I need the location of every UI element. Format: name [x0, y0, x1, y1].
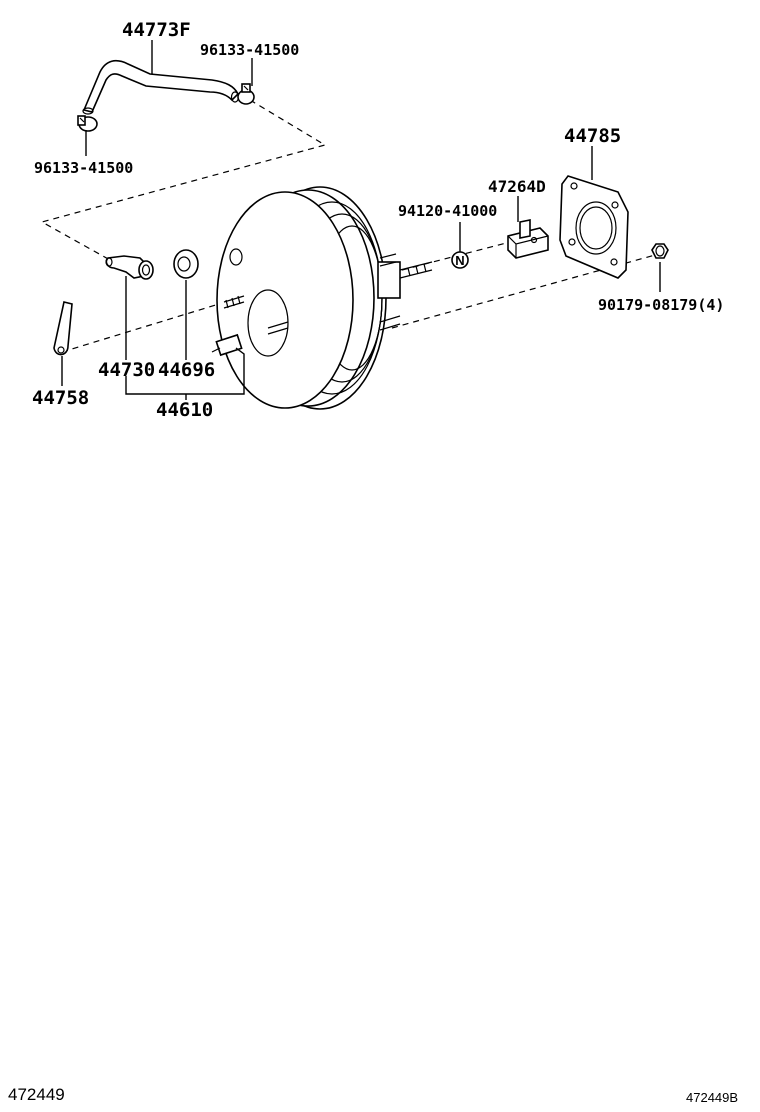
- footer-code-left: 472449: [8, 1085, 65, 1104]
- nut-mark-text: N: [455, 253, 464, 268]
- label-hose: 44773F: [122, 19, 191, 41]
- hose-clamp-top[interactable]: [237, 83, 255, 105]
- brake-booster[interactable]: [211, 186, 433, 410]
- vacuum-elbow[interactable]: [105, 255, 154, 280]
- part-labels: 44773F 96133-41500 96133-41500 44785 472…: [32, 19, 724, 421]
- label-nut-small: 94120-41000: [398, 202, 497, 220]
- label-clevis: 44758: [32, 387, 89, 409]
- label-plate: 44785: [564, 125, 621, 147]
- booster-rear-studs: [377, 253, 433, 331]
- label-grommet: 44696: [158, 359, 215, 381]
- vacuum-hose[interactable]: [82, 59, 240, 115]
- label-nut-four: 90179-08179(4): [598, 296, 724, 314]
- push-rod-clevis[interactable]: [53, 301, 73, 356]
- clevis-bracket[interactable]: [507, 219, 549, 259]
- flange-nut[interactable]: [651, 243, 669, 259]
- leader-lines: [61, 40, 661, 400]
- label-booster: 44610: [156, 399, 213, 421]
- label-bracket: 47264D: [488, 177, 546, 196]
- lock-nut[interactable]: N: [451, 251, 469, 269]
- footer: 472449 472449B: [8, 1085, 738, 1105]
- booster-check-valve-port: [211, 333, 243, 357]
- footer-code-right: 472449B: [686, 1090, 738, 1105]
- grommet[interactable]: [173, 249, 199, 279]
- label-elbow: 44730: [98, 359, 155, 381]
- label-clamp-top: 96133-41500: [200, 41, 299, 59]
- label-clamp-left: 96133-41500: [34, 159, 133, 177]
- booster-front-studs: [223, 295, 289, 335]
- hose-clamp-left[interactable]: [77, 115, 98, 132]
- booster-gasket-plate[interactable]: [559, 175, 629, 279]
